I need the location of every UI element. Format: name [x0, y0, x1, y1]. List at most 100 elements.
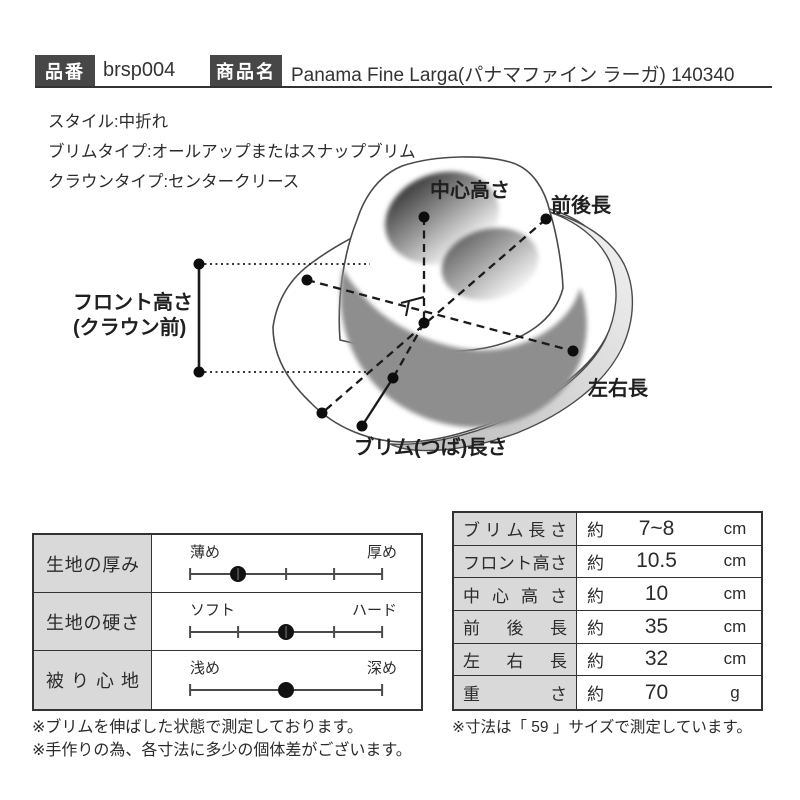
front-back-line: [321, 218, 547, 414]
slider-max-label: 深め: [366, 660, 397, 677]
slider-tick: [189, 568, 191, 580]
size-approx: 約: [587, 586, 604, 606]
attribute-row-thickness: 生地の厚み 薄め 厚め: [34, 535, 421, 593]
slider-dot: [278, 682, 294, 698]
size-row-label: 中心高さ: [454, 578, 577, 610]
size-row-weight: 重さ 約 70 g: [454, 676, 761, 709]
size-value-cell: 約 35 cm: [577, 611, 761, 643]
slider-tick: [333, 626, 335, 638]
size-unit: cm: [723, 551, 747, 571]
slider-cell: 浅め 深め: [152, 651, 421, 709]
measurement-dot: [316, 407, 328, 419]
label-left-right-length: 左右長: [588, 378, 648, 400]
header-divider: [35, 86, 772, 88]
slider-track: [189, 682, 383, 698]
size-label-text: ブリム長さ: [463, 521, 567, 541]
measurement-dot: [387, 372, 399, 384]
hat-illustration: [193, 156, 634, 452]
slider-track: [189, 624, 383, 640]
measurement-dot: [193, 258, 205, 270]
size-row-label: 前後長: [454, 611, 577, 643]
label-front-height-line1: フロント高さ: [73, 292, 193, 314]
size-row-left-right: 左右長 約 32 cm: [454, 643, 761, 677]
slider-tick: [285, 626, 287, 638]
size-value: 70: [644, 680, 669, 704]
slider-track: [189, 566, 383, 582]
size-value: 35: [644, 614, 669, 638]
size-unit: cm: [723, 518, 747, 538]
slider-tick: [285, 568, 287, 580]
size-approx: 約: [587, 685, 604, 705]
size-row-label: 重さ: [454, 676, 577, 709]
brim-length-line: [361, 377, 394, 427]
size-value-cell: 約 70 g: [577, 676, 761, 709]
attribute-row-label: 生地の厚み: [34, 535, 152, 592]
size-approx: 約: [587, 521, 604, 541]
label-brim-length: ブリム(つば)長さ: [354, 437, 508, 459]
size-label-text: 中心高さ: [463, 586, 567, 606]
spec-line-brim-type: ブリムタイプ:オールアップまたはスナップブリム: [48, 143, 416, 161]
size-unit: cm: [723, 584, 747, 604]
product-name-badge: 商品名: [210, 55, 282, 87]
slider-tick: [189, 626, 191, 638]
size-value-cell: 約 10 cm: [577, 578, 761, 610]
measurement-dot: [301, 274, 313, 286]
slider-cell: ソフト ハード: [152, 593, 421, 650]
right-angle-mark: [400, 296, 425, 317]
slider-cell: 薄め 厚め: [152, 535, 421, 592]
slider-tick: [237, 626, 239, 638]
slider-max-label: 厚め: [366, 544, 397, 561]
size-row-front-height: フロント高さ 約 10.5 cm: [454, 545, 761, 579]
size-label-text: 重さ: [463, 685, 567, 705]
product-name-value: Panama Fine Larga(パナマファイン ラーガ) 140340: [291, 65, 735, 86]
item-number-value: brsp004: [103, 59, 176, 81]
size-unit: cm: [723, 649, 747, 669]
size-row-label: フロント高さ: [454, 545, 577, 578]
size-row-brim: ブリム長さ 約 7~8 cm: [454, 513, 761, 546]
attribute-label-text: 被り心地: [46, 671, 139, 691]
size-value-cell: 約 32 cm: [577, 644, 761, 676]
measurement-dot: [567, 345, 579, 357]
slider-max-label: ハード: [351, 602, 397, 619]
measurement-dot: [418, 317, 430, 329]
size-value-cell: 約 7~8 cm: [577, 513, 761, 545]
slider-tick: [189, 684, 191, 696]
size-value: 10: [644, 582, 669, 606]
hat-band: [340, 268, 587, 428]
size-value: 32: [644, 647, 669, 671]
footnote-left: ※ブリムを伸ばした状態で測定しております。 ※手作りの為、各寸法に多少の個体差が…: [32, 716, 412, 762]
measurement-dot: [193, 366, 205, 378]
footnote-handmade-note: ※手作りの為、各寸法に多少の個体差がございます。: [32, 742, 412, 759]
size-approx: 約: [587, 651, 604, 671]
size-row-label: ブリム長さ: [454, 513, 577, 545]
slider-min-label: 薄め: [190, 544, 221, 561]
brim-length-dashed: [391, 322, 426, 379]
size-value-cell: 約 10.5 cm: [577, 546, 761, 578]
attribute-row-label: 被り心地: [34, 651, 152, 709]
attribute-row-stiffness: 生地の硬さ ソフト ハード: [34, 593, 421, 651]
label-front-back-length: 前後長: [551, 195, 611, 217]
slider-tick: [381, 626, 383, 638]
size-row-front-back: 前後長 約 35 cm: [454, 611, 761, 644]
size-label-text: フロント高さ: [463, 553, 567, 573]
spec-line-style: スタイル:中折れ: [48, 113, 169, 131]
slider-tick: [381, 684, 383, 696]
size-value: 7~8: [638, 516, 675, 540]
size-row-center-height: 中心高さ 約 10 cm: [454, 578, 761, 611]
size-unit: cm: [723, 616, 747, 636]
size-table: ブリム長さ 約 7~8 cm フロント高さ 約 10.5 cm 中心高さ 約 1…: [452, 511, 763, 711]
slider-min-label: ソフト: [190, 602, 236, 619]
attribute-label-text: 生地の厚み: [46, 554, 139, 575]
size-value: 10.5: [636, 549, 677, 573]
label-center-height: 中心高さ: [430, 180, 510, 202]
attribute-label-text: 生地の硬さ: [46, 612, 139, 633]
measurement-lines: [197, 217, 574, 427]
size-approx: 約: [587, 619, 604, 639]
size-label-text: 前後長: [463, 619, 567, 639]
label-front-height: フロント高さ (クラウン前): [73, 291, 193, 341]
attribute-table: 生地の厚み 薄め 厚め 生地の硬さ ソフト ハード 被り心地 浅め 深め: [32, 533, 423, 711]
slider-tick: [333, 568, 335, 580]
size-row-label: 左右長: [454, 643, 577, 676]
slider-min-label: 浅め: [190, 660, 221, 677]
